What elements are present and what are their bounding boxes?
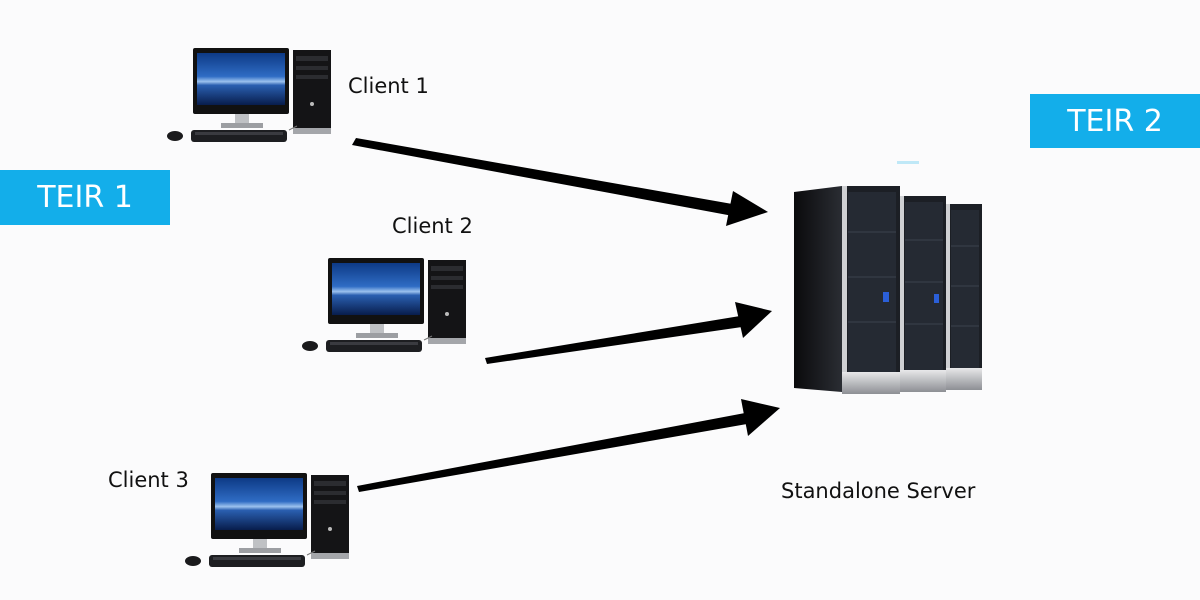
tier-2-label: TEIR 2: [1067, 103, 1163, 139]
server-label: Standalone Server: [781, 479, 976, 503]
arrow-client-3-to-server: [357, 399, 780, 492]
arrow-client-1-to-server: [352, 138, 768, 226]
tier-1-badge: TEIR 1: [0, 170, 170, 225]
client-2-label: Client 2: [392, 214, 473, 238]
client-3-label: Client 3: [108, 468, 189, 492]
tier-2-badge: TEIR 2: [1030, 94, 1200, 148]
arrow-client-2-to-server: [485, 302, 772, 364]
decorative-dash: [897, 161, 919, 164]
client-1-label: Client 1: [348, 74, 429, 98]
tier-1-label: TEIR 1: [37, 180, 133, 215]
server-rack-icon: [794, 186, 982, 394]
